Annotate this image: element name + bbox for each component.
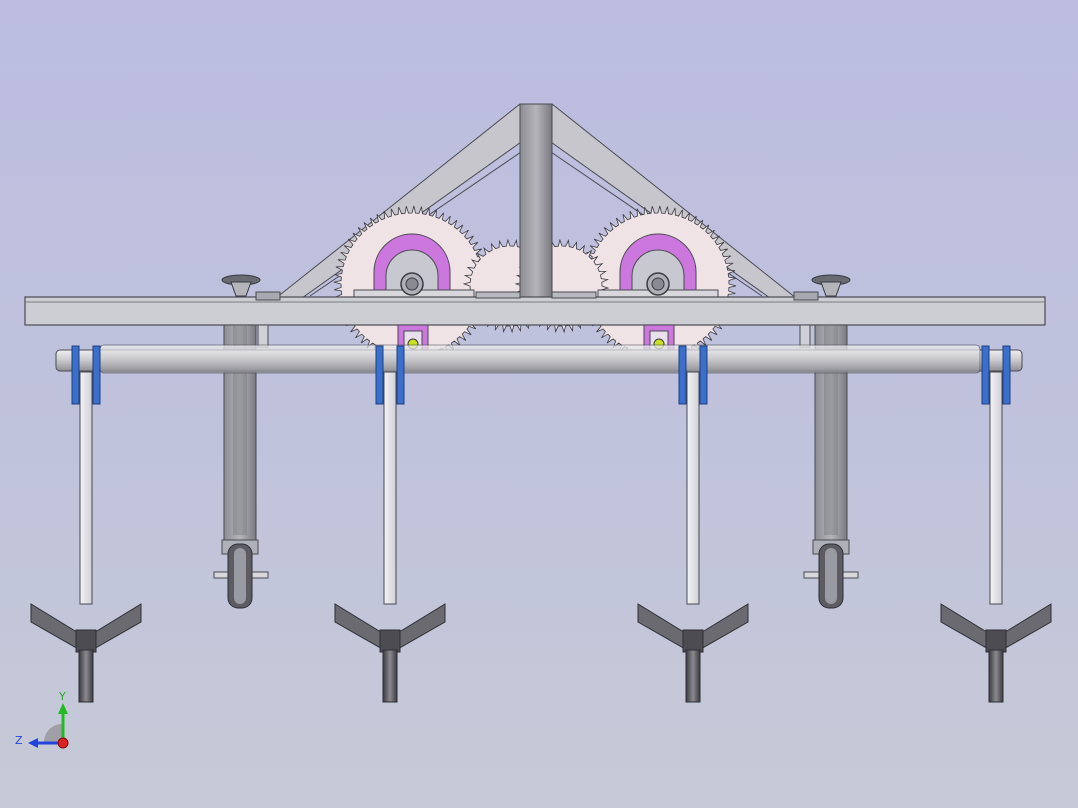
tine-assembly-4 (940, 345, 1052, 703)
main-beam (24, 291, 1046, 326)
center-post (519, 103, 553, 301)
left-bearing (353, 233, 475, 301)
shaft-clamp (396, 345, 405, 405)
z-axis-label: Z (15, 734, 23, 747)
shaft-clamp (71, 345, 80, 405)
shaft-clamp (375, 345, 384, 405)
orientation-triad[interactable]: Y Z (15, 690, 69, 749)
tine-assembly-3 (637, 345, 749, 703)
y-axis-label: Y (58, 690, 66, 703)
right-adjust-knob (811, 274, 851, 297)
left-adjust-knob (221, 274, 261, 297)
tine-assembly-2 (334, 345, 446, 703)
tine-assembly-1 (30, 345, 142, 703)
left-depth-wheel (213, 539, 269, 609)
right-depth-wheel (803, 539, 859, 609)
right-bearing (597, 233, 719, 301)
shaft-clamp (699, 345, 708, 405)
x-axis-dot (57, 737, 69, 749)
shaft-clamp (981, 345, 990, 405)
tine-shaft (55, 344, 1023, 374)
shaft-clamp (678, 345, 687, 405)
shaft-clamp (1002, 345, 1011, 405)
shaft-clamp (92, 345, 101, 405)
tine-assemblies (30, 345, 1052, 703)
